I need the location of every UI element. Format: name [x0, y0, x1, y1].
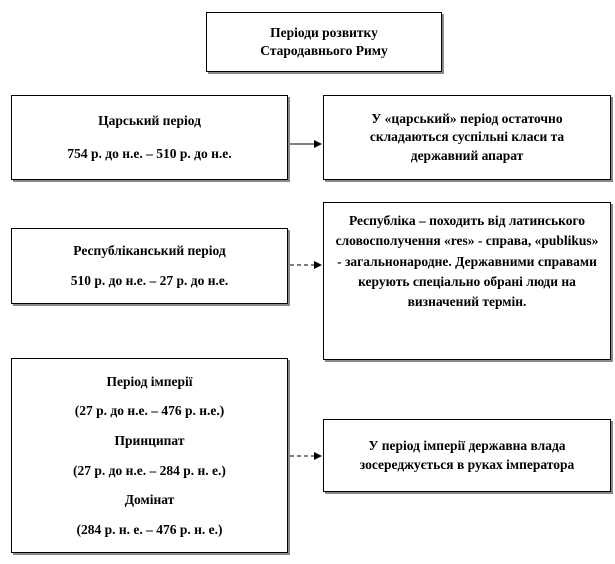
period-dates: 754 р. до н.е. – 510 р. до н.е.: [67, 145, 232, 161]
period-dates: 510 р. до н.е. – 27 р. до н.е.: [70, 273, 229, 288]
principate-dates: (27 р. до н.е. – 284 р. н. е.): [73, 462, 226, 478]
title-line-2: Стародавнього Риму: [260, 43, 388, 58]
respublikanskyi-description-box: Республіка – походить від латинського сл…: [323, 202, 611, 360]
respublikanskyi-period-box: Республіканський період 510 р. до н.е. –…: [11, 228, 288, 304]
dominate-dates: (284 р. н. е. – 476 р. н. е.): [76, 521, 223, 537]
diagram-title-box: Періоди розвитку Стародавнього Риму: [206, 12, 442, 72]
period-description: Республіка – походить від латинського сл…: [335, 213, 599, 309]
period-name: Царський період: [98, 113, 201, 129]
period-name: Період імперії: [106, 373, 193, 389]
title-line-1: Періоди розвитку: [270, 24, 378, 40]
period-description: У «царський» період остаточно складаютьс…: [369, 111, 565, 163]
period-dates: (27 р. до н.е. – 476 р. н.е.): [74, 403, 225, 419]
tsarskyi-description-box: У «царський» період остаточно складаютьс…: [323, 95, 611, 180]
imperiya-period-box: Період імперії (27 р. до н.е. – 476 р. н…: [11, 358, 288, 553]
imperiya-description-box: У період імперії державна влада зосередж…: [323, 419, 611, 492]
period-name: Республіканський період: [73, 242, 226, 258]
tsarskyi-period-box: Царський період 754 р. до н.е. – 510 р. …: [11, 95, 288, 180]
dominate-name: Домінат: [124, 492, 175, 508]
principate-name: Принципат: [114, 432, 185, 448]
period-description: У період імперії державна влада зосередж…: [359, 438, 575, 472]
